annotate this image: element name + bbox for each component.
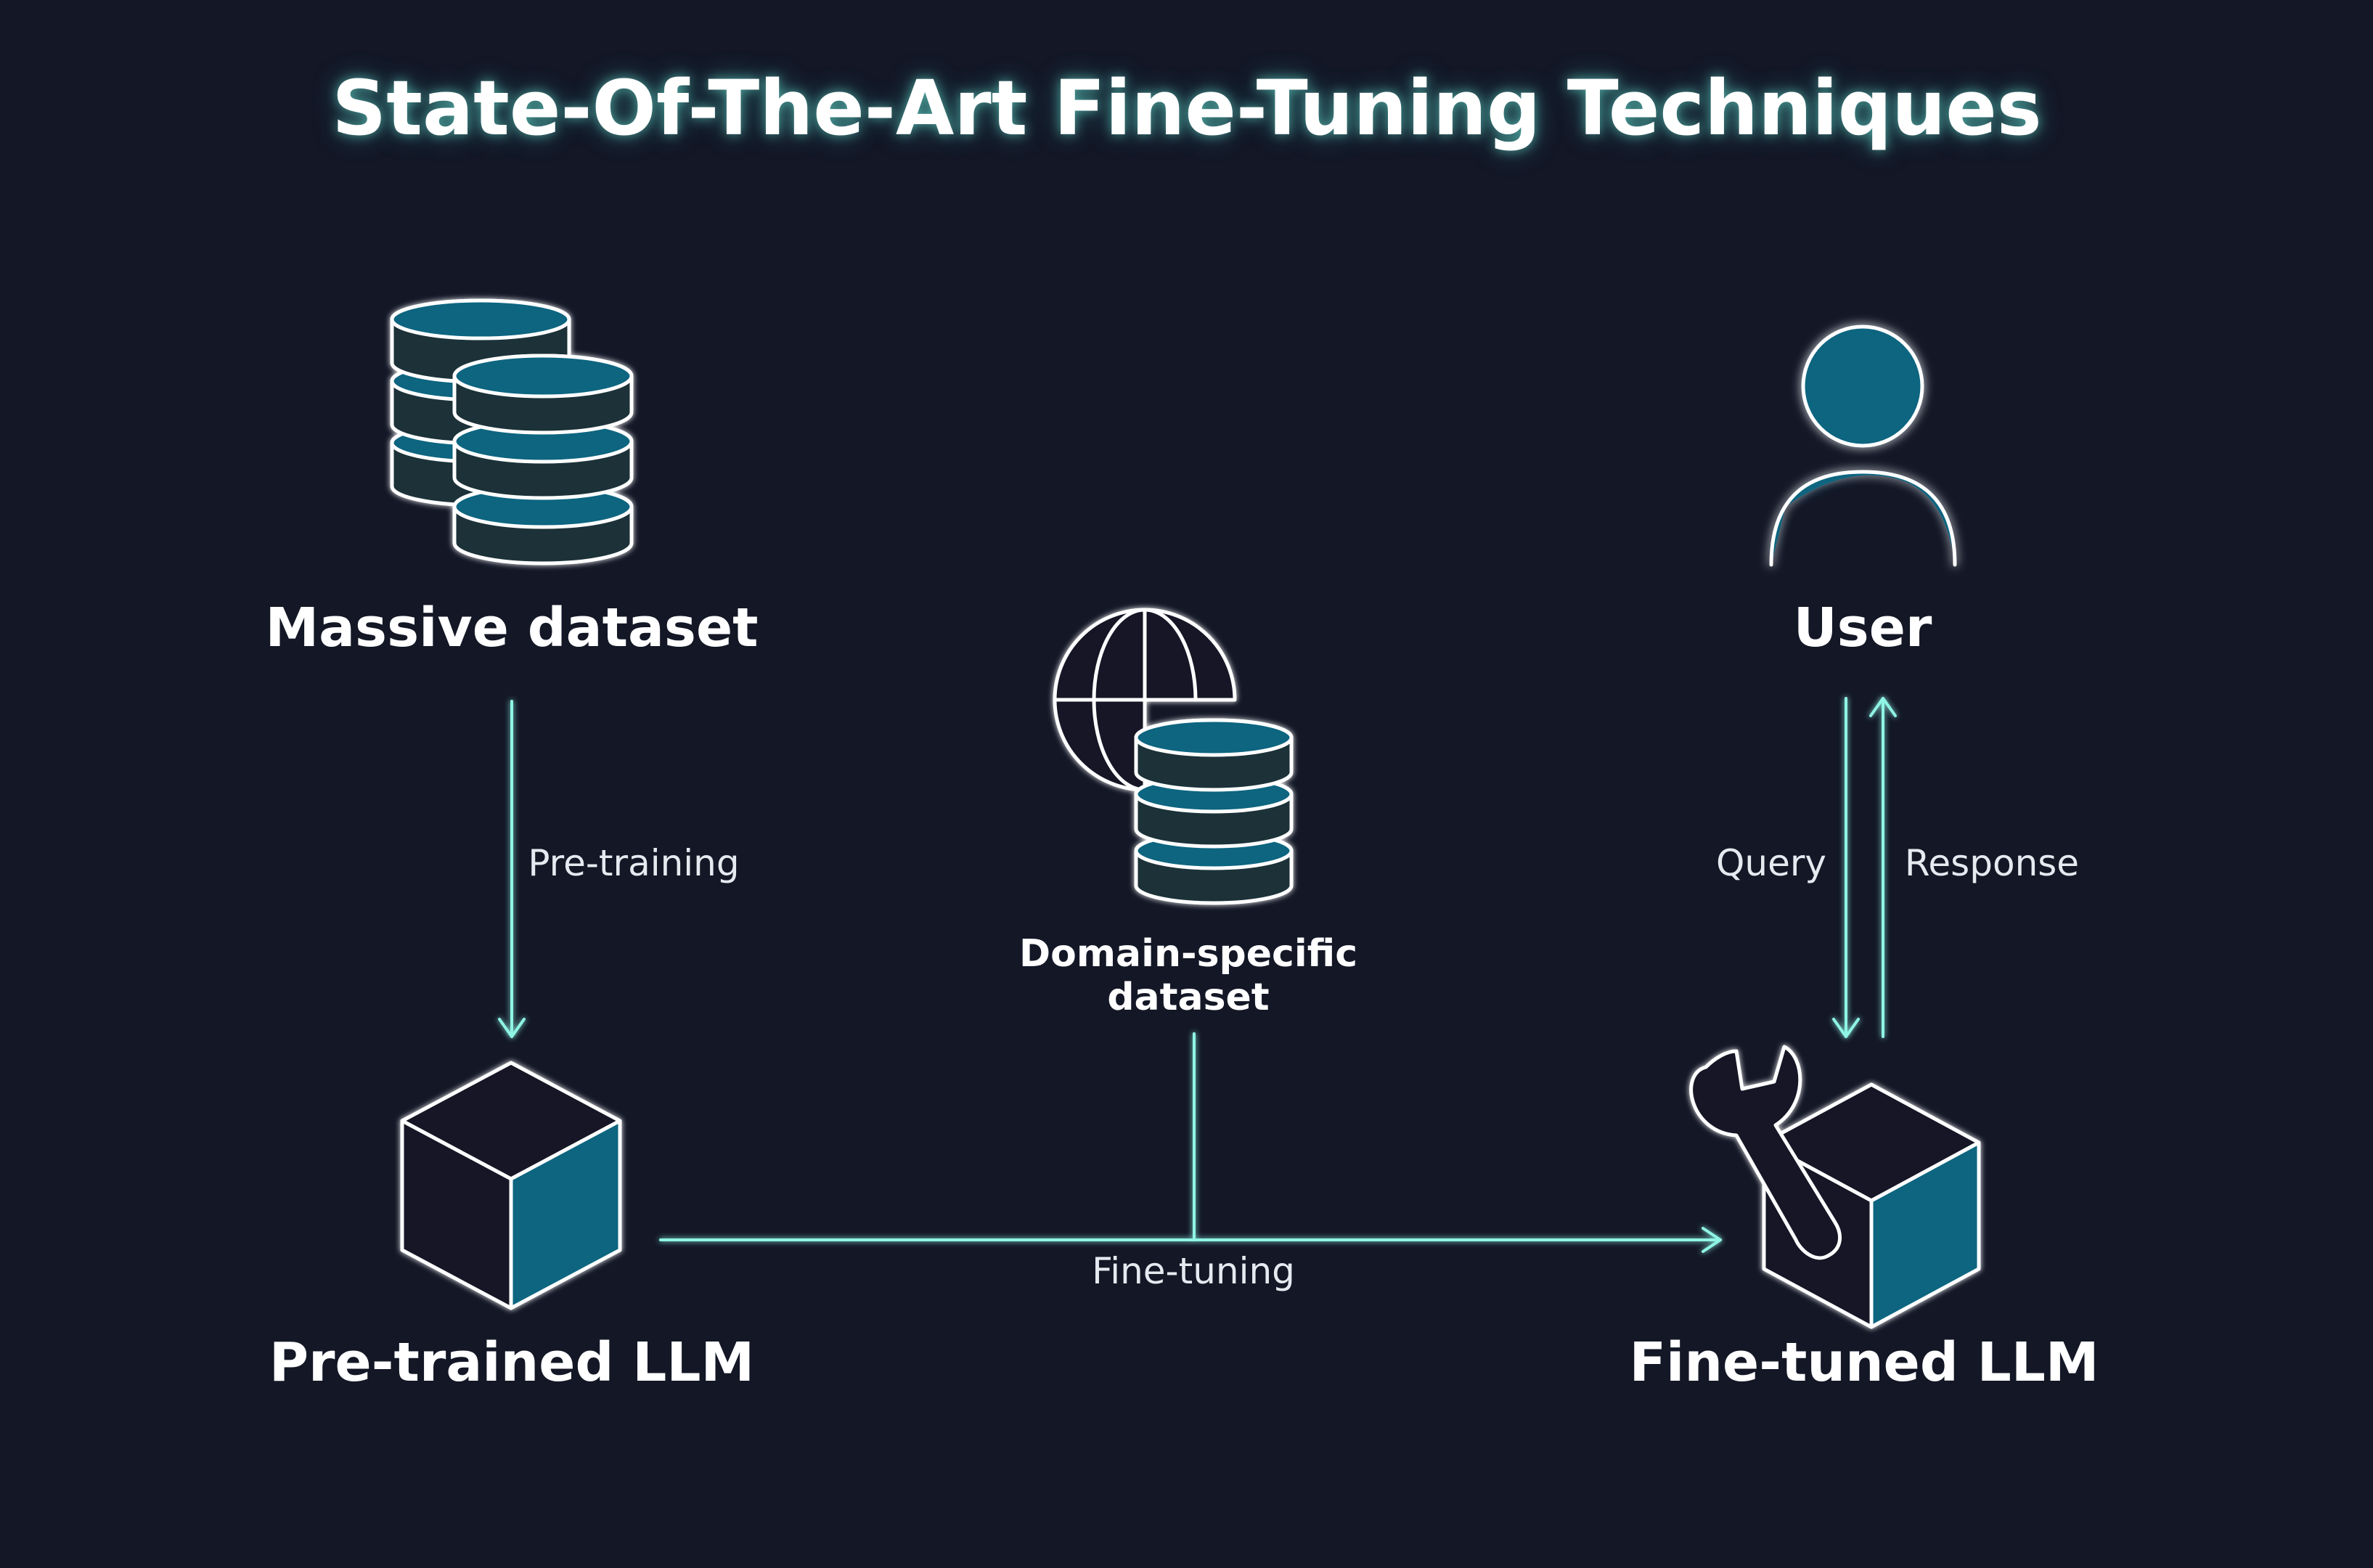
domain-dataset-label-line1: Domain-specific [1018, 932, 1358, 976]
database-front-icon [452, 354, 634, 565]
massive-dataset-label: Massive dataset [265, 597, 759, 659]
domain-dataset-label: Domain-specific dataset [1019, 932, 1357, 1019]
finetuned-llm-label: Fine-tuned LLM [1629, 1331, 2099, 1394]
finetuning-arrow [659, 1032, 1722, 1253]
query-label: Query [1716, 842, 1826, 884]
response-label: Response [1904, 842, 2080, 884]
finetuning-label: Fine-tuning [1092, 1250, 1295, 1292]
cube-icon [400, 1061, 622, 1310]
pretrained-llm-label: Pre-trained LLM [269, 1331, 755, 1394]
response-arrow [1869, 697, 1897, 1038]
wrench-cube-icon [1689, 1045, 1981, 1329]
database-small-icon [1134, 718, 1294, 905]
database-stack-icon [390, 298, 634, 565]
page-title: State-Of-The-Art Fine-Tuning Techniques [332, 64, 2042, 152]
globe-database-icon [1053, 608, 1294, 905]
user-label: User [1793, 597, 1932, 659]
pretraining-arrow [498, 700, 526, 1038]
user-icon [1769, 324, 1957, 567]
pretraining-label: Pre-training [528, 842, 740, 884]
query-arrow [1832, 697, 1860, 1038]
wrench-icon [1689, 1045, 1842, 1260]
domain-dataset-label-line2: dataset [1107, 976, 1270, 1019]
